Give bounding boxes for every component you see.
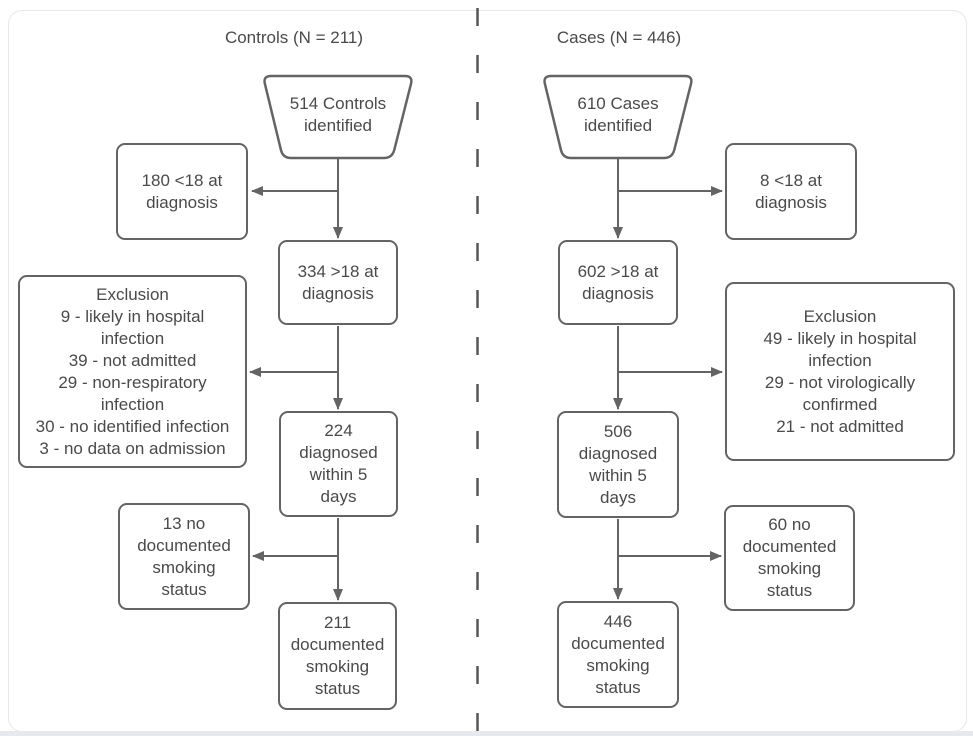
cases-no-documented-smoking-box: 60 no documented smoking status — [724, 505, 855, 611]
cases-over-18-label: 602 >18 at diagnosis — [577, 261, 659, 303]
cases-documented-smoking-box: 446 documented smoking status — [557, 601, 679, 708]
controls-under-18-label: 180 <18 at diagnosis — [141, 170, 223, 212]
controls-documented-smoking-box: 211 documented smoking status — [278, 602, 397, 710]
cases-identified-label: 610 Cases identified — [577, 94, 659, 135]
cases-documented-smoking-label: 446 documented smoking status — [571, 611, 665, 697]
cases-diagnosed-within-5-days-box: 506 diagnosed within 5 days — [557, 411, 679, 518]
controls-documented-smoking-label: 211 documented smoking status — [290, 613, 385, 698]
controls-exclusion-label: Exclusion 9 - likely in hospital infecti… — [35, 284, 230, 458]
controls-no-documented-smoking-box: 13 no documented smoking status — [118, 503, 250, 610]
controls-exclusion-box: Exclusion 9 - likely in hospital infecti… — [18, 275, 247, 468]
controls-column-title: Controls (N = 211) — [224, 28, 364, 47]
controls-under-18-box: 180 <18 at diagnosis — [116, 143, 248, 240]
controls-diagnosed-within-5-days-label: 224 diagnosed within 5 days — [299, 421, 378, 506]
cases-diagnosed-within-5-days-label: 506 diagnosed within 5 days — [578, 421, 658, 507]
cases-over-18-box: 602 >18 at diagnosis — [558, 240, 678, 325]
cases-no-documented-smoking-label: 60 no documented smoking status — [742, 515, 837, 600]
controls-no-documented-smoking-label: 13 no documented smoking status — [137, 513, 231, 599]
cases-exclusion-box: Exclusion 49 - likely in hospital infect… — [725, 282, 955, 461]
cases-identified-label-wrap: 610 Cases identified — [543, 80, 693, 150]
controls-identified-label: 514 Controls identified — [289, 94, 387, 135]
cases-under-18-label: 8 <18 at diagnosis — [755, 170, 827, 212]
controls-over-18-box: 334 >18 at diagnosis — [278, 240, 398, 325]
controls-diagnosed-within-5-days-box: 224 diagnosed within 5 days — [279, 411, 398, 517]
bottom-edge-strip — [0, 731, 973, 736]
controls-identified-label-wrap: 514 Controls identified — [263, 80, 413, 150]
cases-column-title: Cases (N = 446) — [556, 28, 682, 47]
cases-exclusion-label: Exclusion 49 - likely in hospital infect… — [763, 306, 917, 436]
controls-over-18-label: 334 >18 at diagnosis — [297, 261, 379, 303]
cases-under-18-box: 8 <18 at diagnosis — [725, 143, 857, 240]
